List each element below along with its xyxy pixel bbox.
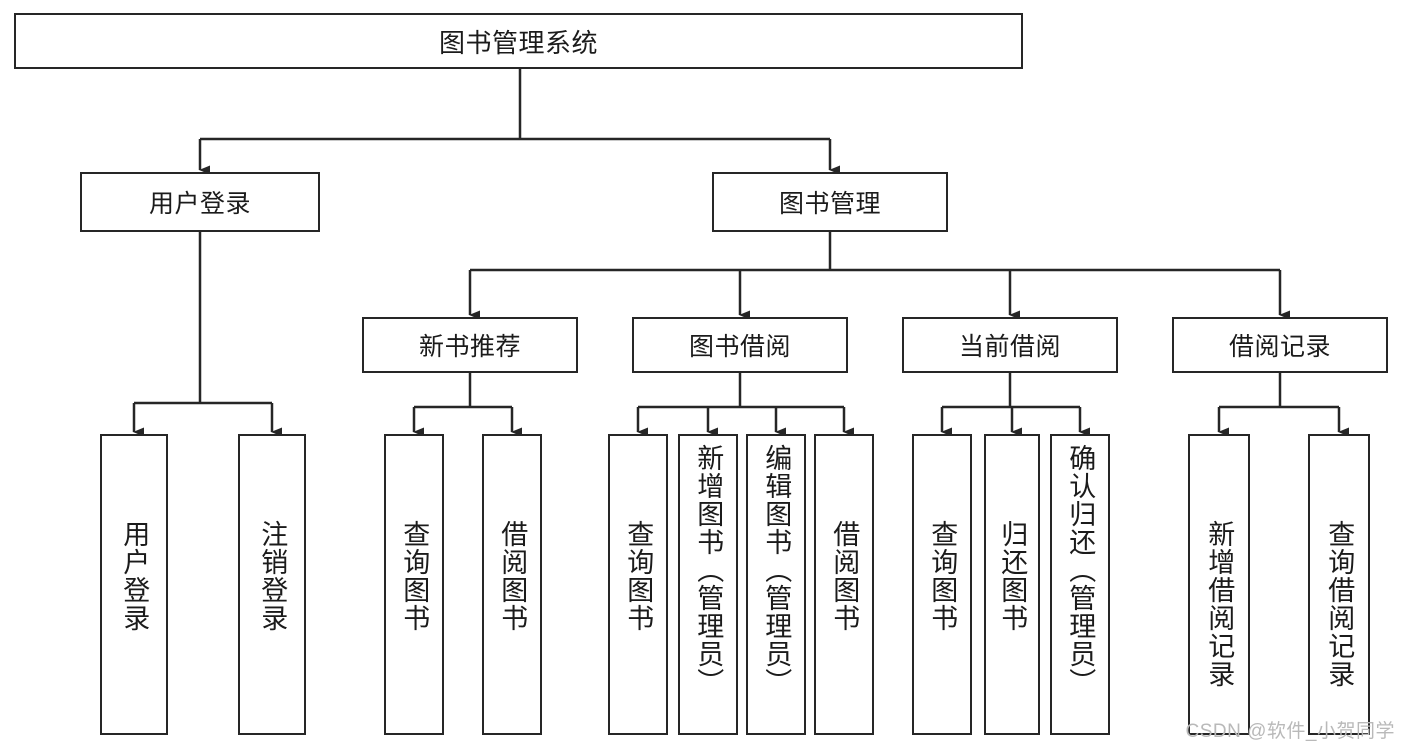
node-l3-0[interactable]: 新书推荐	[362, 317, 578, 373]
node-label: 用户登录	[148, 190, 251, 218]
node-label: 归还图书	[997, 520, 1028, 632]
node-leaf-1[interactable]: 注销登录	[238, 434, 306, 735]
node-leaf-12[interactable]: 查询借阅记录	[1308, 434, 1370, 735]
watermark-credit: CSDN @软件_小贺同学	[1185, 721, 1395, 742]
node-label: 确认归还（管理员）	[1065, 444, 1096, 696]
node-leaf-6[interactable]: 编辑图书（管理员）	[746, 434, 806, 735]
node-label: 图书借阅	[688, 333, 791, 361]
node-root-system[interactable]: 图书管理系统	[14, 13, 1023, 69]
node-l2-0[interactable]: 用户登录	[80, 172, 320, 232]
node-leaf-11[interactable]: 新增借阅记录	[1188, 434, 1250, 735]
node-label: 借阅图书	[497, 520, 528, 632]
node-leaf-4[interactable]: 查询图书	[608, 434, 668, 735]
node-label: 查询借阅记录	[1324, 520, 1355, 688]
node-leaf-0[interactable]: 用户登录	[100, 434, 168, 735]
node-label: 编辑图书（管理员）	[761, 444, 792, 696]
node-l3-1[interactable]: 图书借阅	[632, 317, 848, 373]
node-label: 当前借阅	[958, 333, 1061, 361]
node-leaf-7[interactable]: 借阅图书	[814, 434, 874, 735]
node-label: 查询图书	[399, 520, 430, 632]
node-leaf-9[interactable]: 归还图书	[984, 434, 1040, 735]
node-label: 图书管理系统	[438, 27, 598, 58]
node-label: 新增图书（管理员）	[693, 444, 724, 696]
node-label: 图书管理	[778, 190, 881, 218]
node-l3-2[interactable]: 当前借阅	[902, 317, 1118, 373]
node-label: 新书推荐	[418, 333, 521, 361]
node-label: 借阅记录	[1228, 333, 1331, 361]
node-label: 用户登录	[119, 520, 150, 632]
node-label: 借阅图书	[829, 520, 860, 632]
node-leaf-8[interactable]: 查询图书	[912, 434, 972, 735]
node-label: 查询图书	[927, 520, 958, 632]
node-leaf-3[interactable]: 借阅图书	[482, 434, 542, 735]
node-leaf-10[interactable]: 确认归还（管理员）	[1050, 434, 1110, 735]
node-l2-1[interactable]: 图书管理	[712, 172, 948, 232]
node-label: 查询图书	[623, 520, 654, 632]
node-l3-3[interactable]: 借阅记录	[1172, 317, 1388, 373]
node-label: 新增借阅记录	[1204, 520, 1235, 688]
node-leaf-5[interactable]: 新增图书（管理员）	[678, 434, 738, 735]
node-label: 注销登录	[257, 520, 288, 632]
node-leaf-2[interactable]: 查询图书	[384, 434, 444, 735]
